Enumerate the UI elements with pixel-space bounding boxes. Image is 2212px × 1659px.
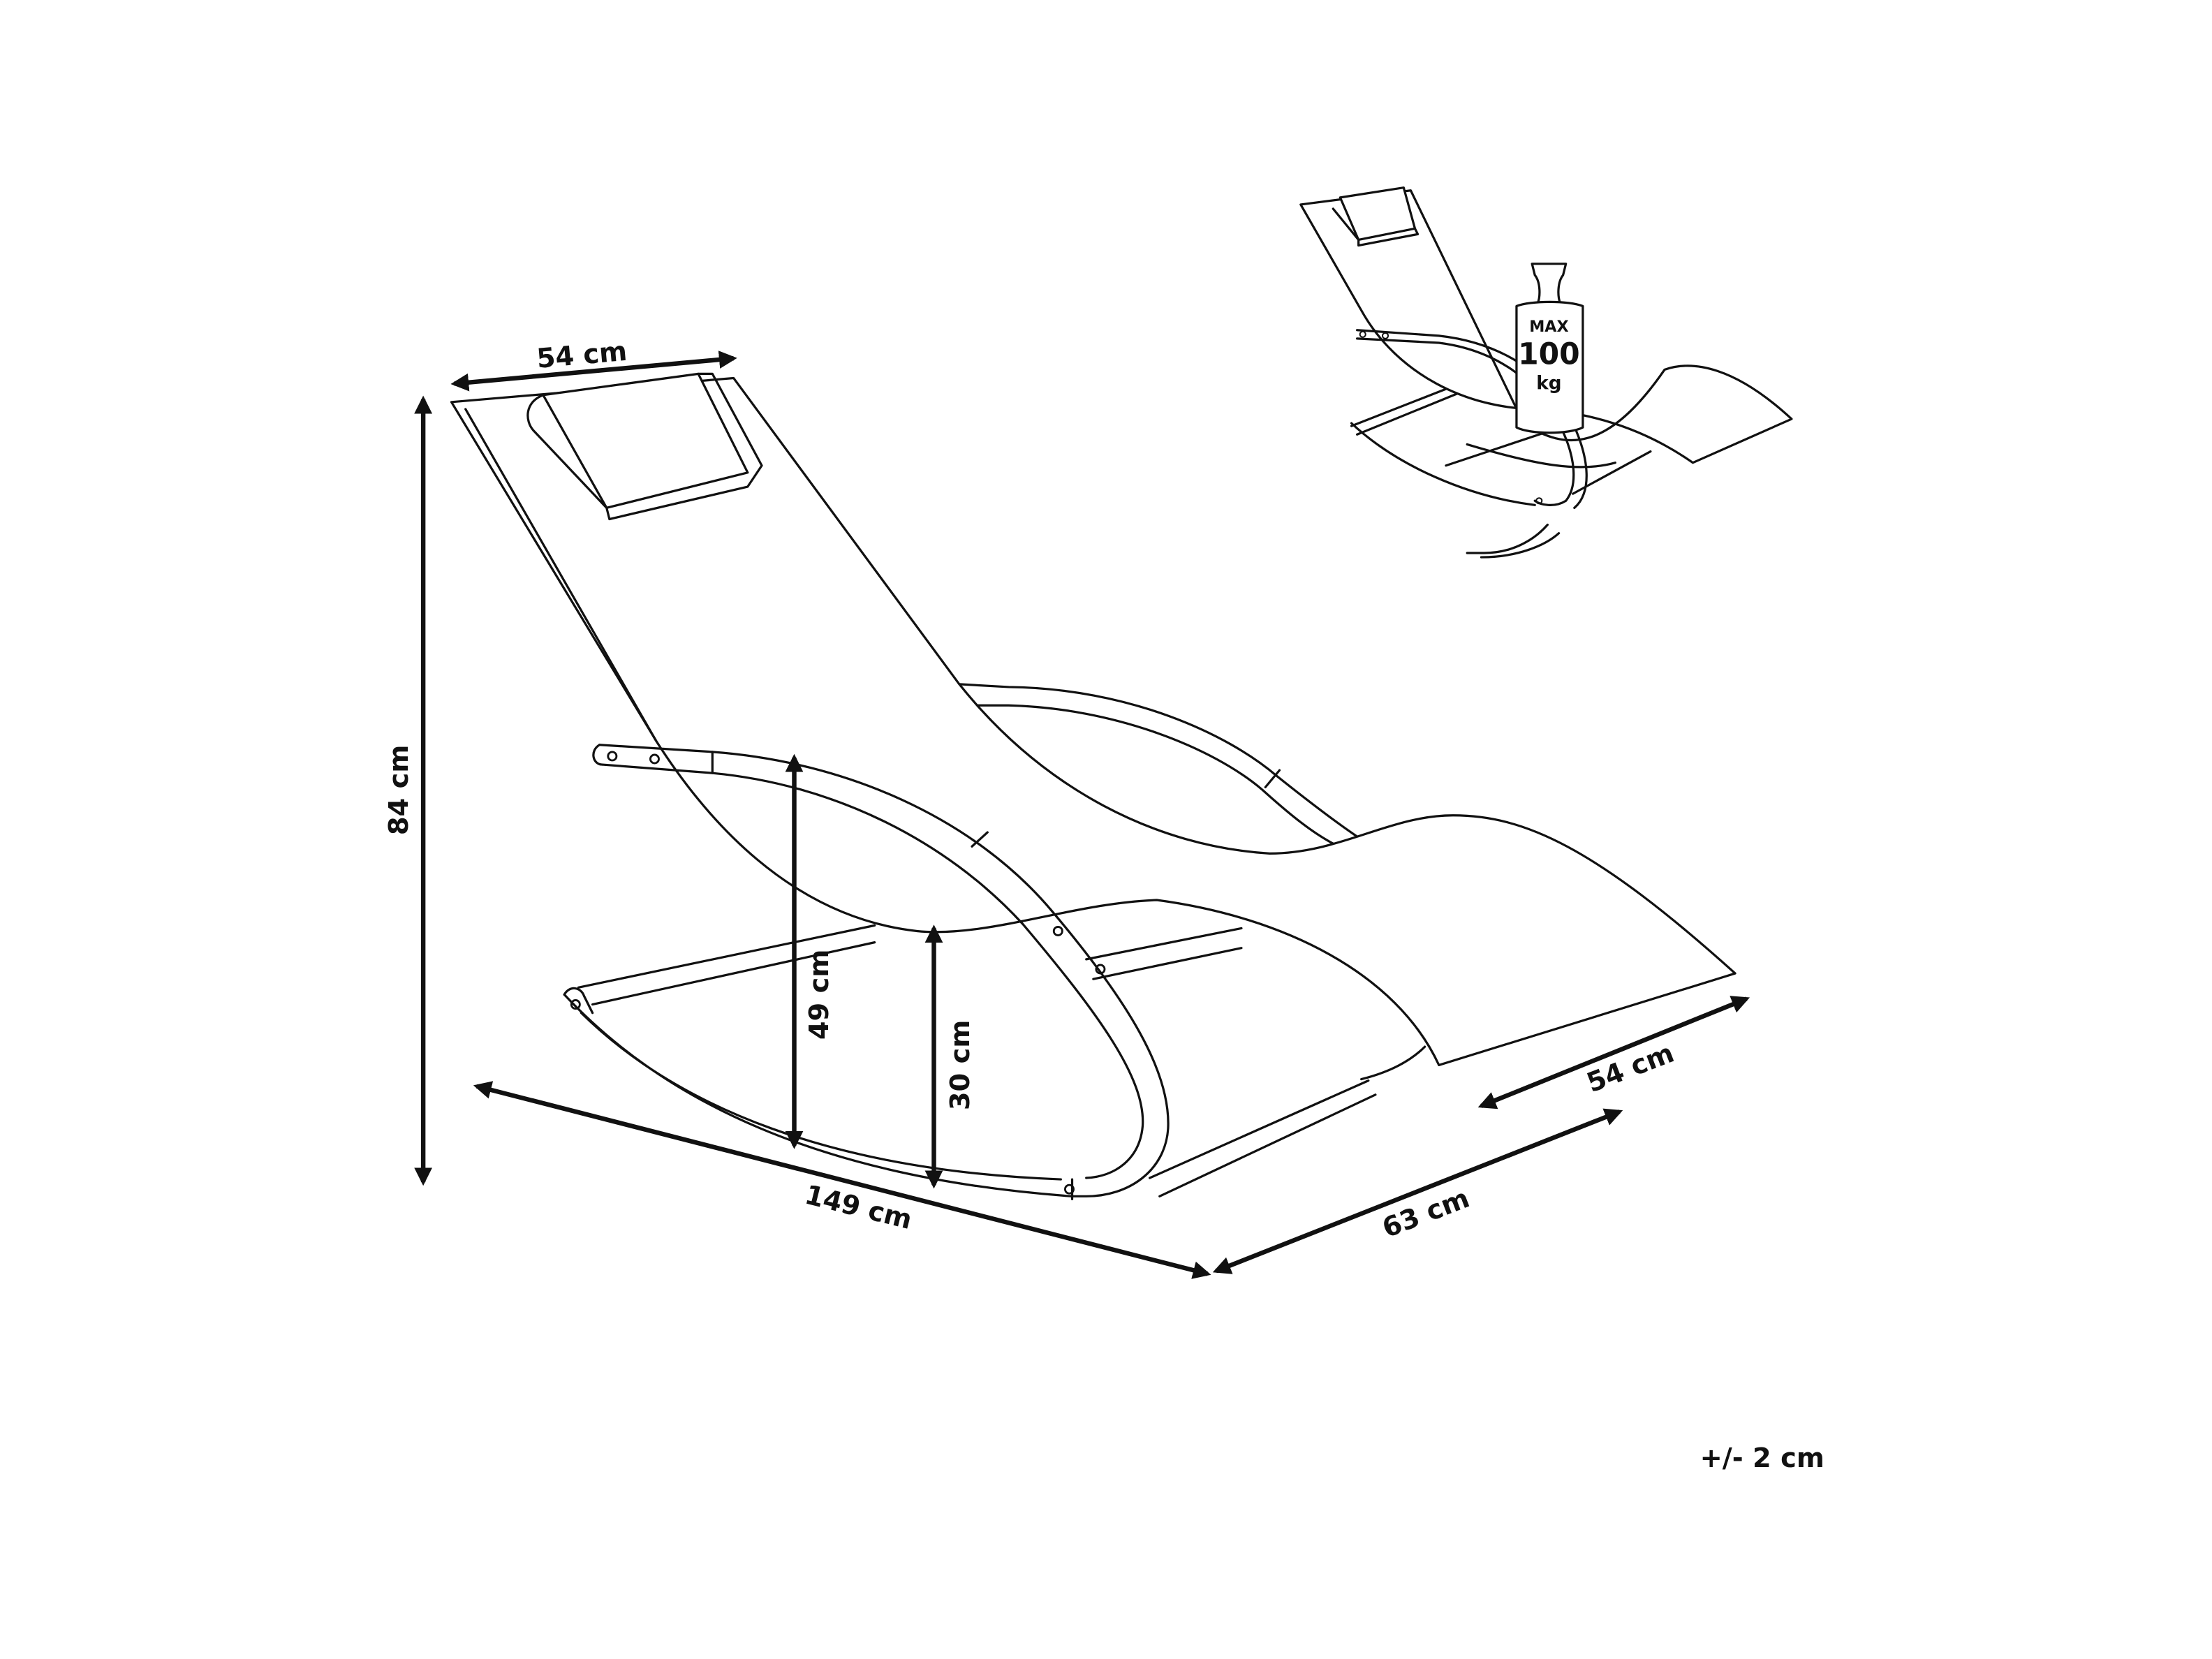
max-load-value: 100 <box>1518 337 1580 371</box>
dim-width-arrow <box>1212 1108 1623 1274</box>
dim-height-label: 84 cm <box>383 745 415 836</box>
tolerance-note: +/- 2 cm <box>1700 1443 1824 1474</box>
seat-fabric <box>450 376 1737 1067</box>
max-load-illustration: MAX 100 kg <box>1299 186 1793 559</box>
dim-seat-height-label: 30 cm <box>945 1020 976 1111</box>
base-bar <box>577 924 876 1006</box>
dim-length-label: 149 cm <box>802 1179 915 1236</box>
dim-width-label: 63 cm <box>1378 1183 1474 1244</box>
dim-seat-width-arrow <box>1477 996 1750 1109</box>
dim-backrest-width-arrow <box>450 351 737 392</box>
dim-armrest-height-label: 49 cm <box>804 950 835 1040</box>
dim-backrest-width-label: 54 cm <box>536 336 628 375</box>
rear-frame <box>958 683 1363 841</box>
lounger-drawing <box>450 372 1737 1200</box>
max-label: MAX <box>1529 318 1568 336</box>
max-load-unit: kg <box>1536 374 1561 395</box>
dim-length-arrow <box>473 1081 1211 1279</box>
